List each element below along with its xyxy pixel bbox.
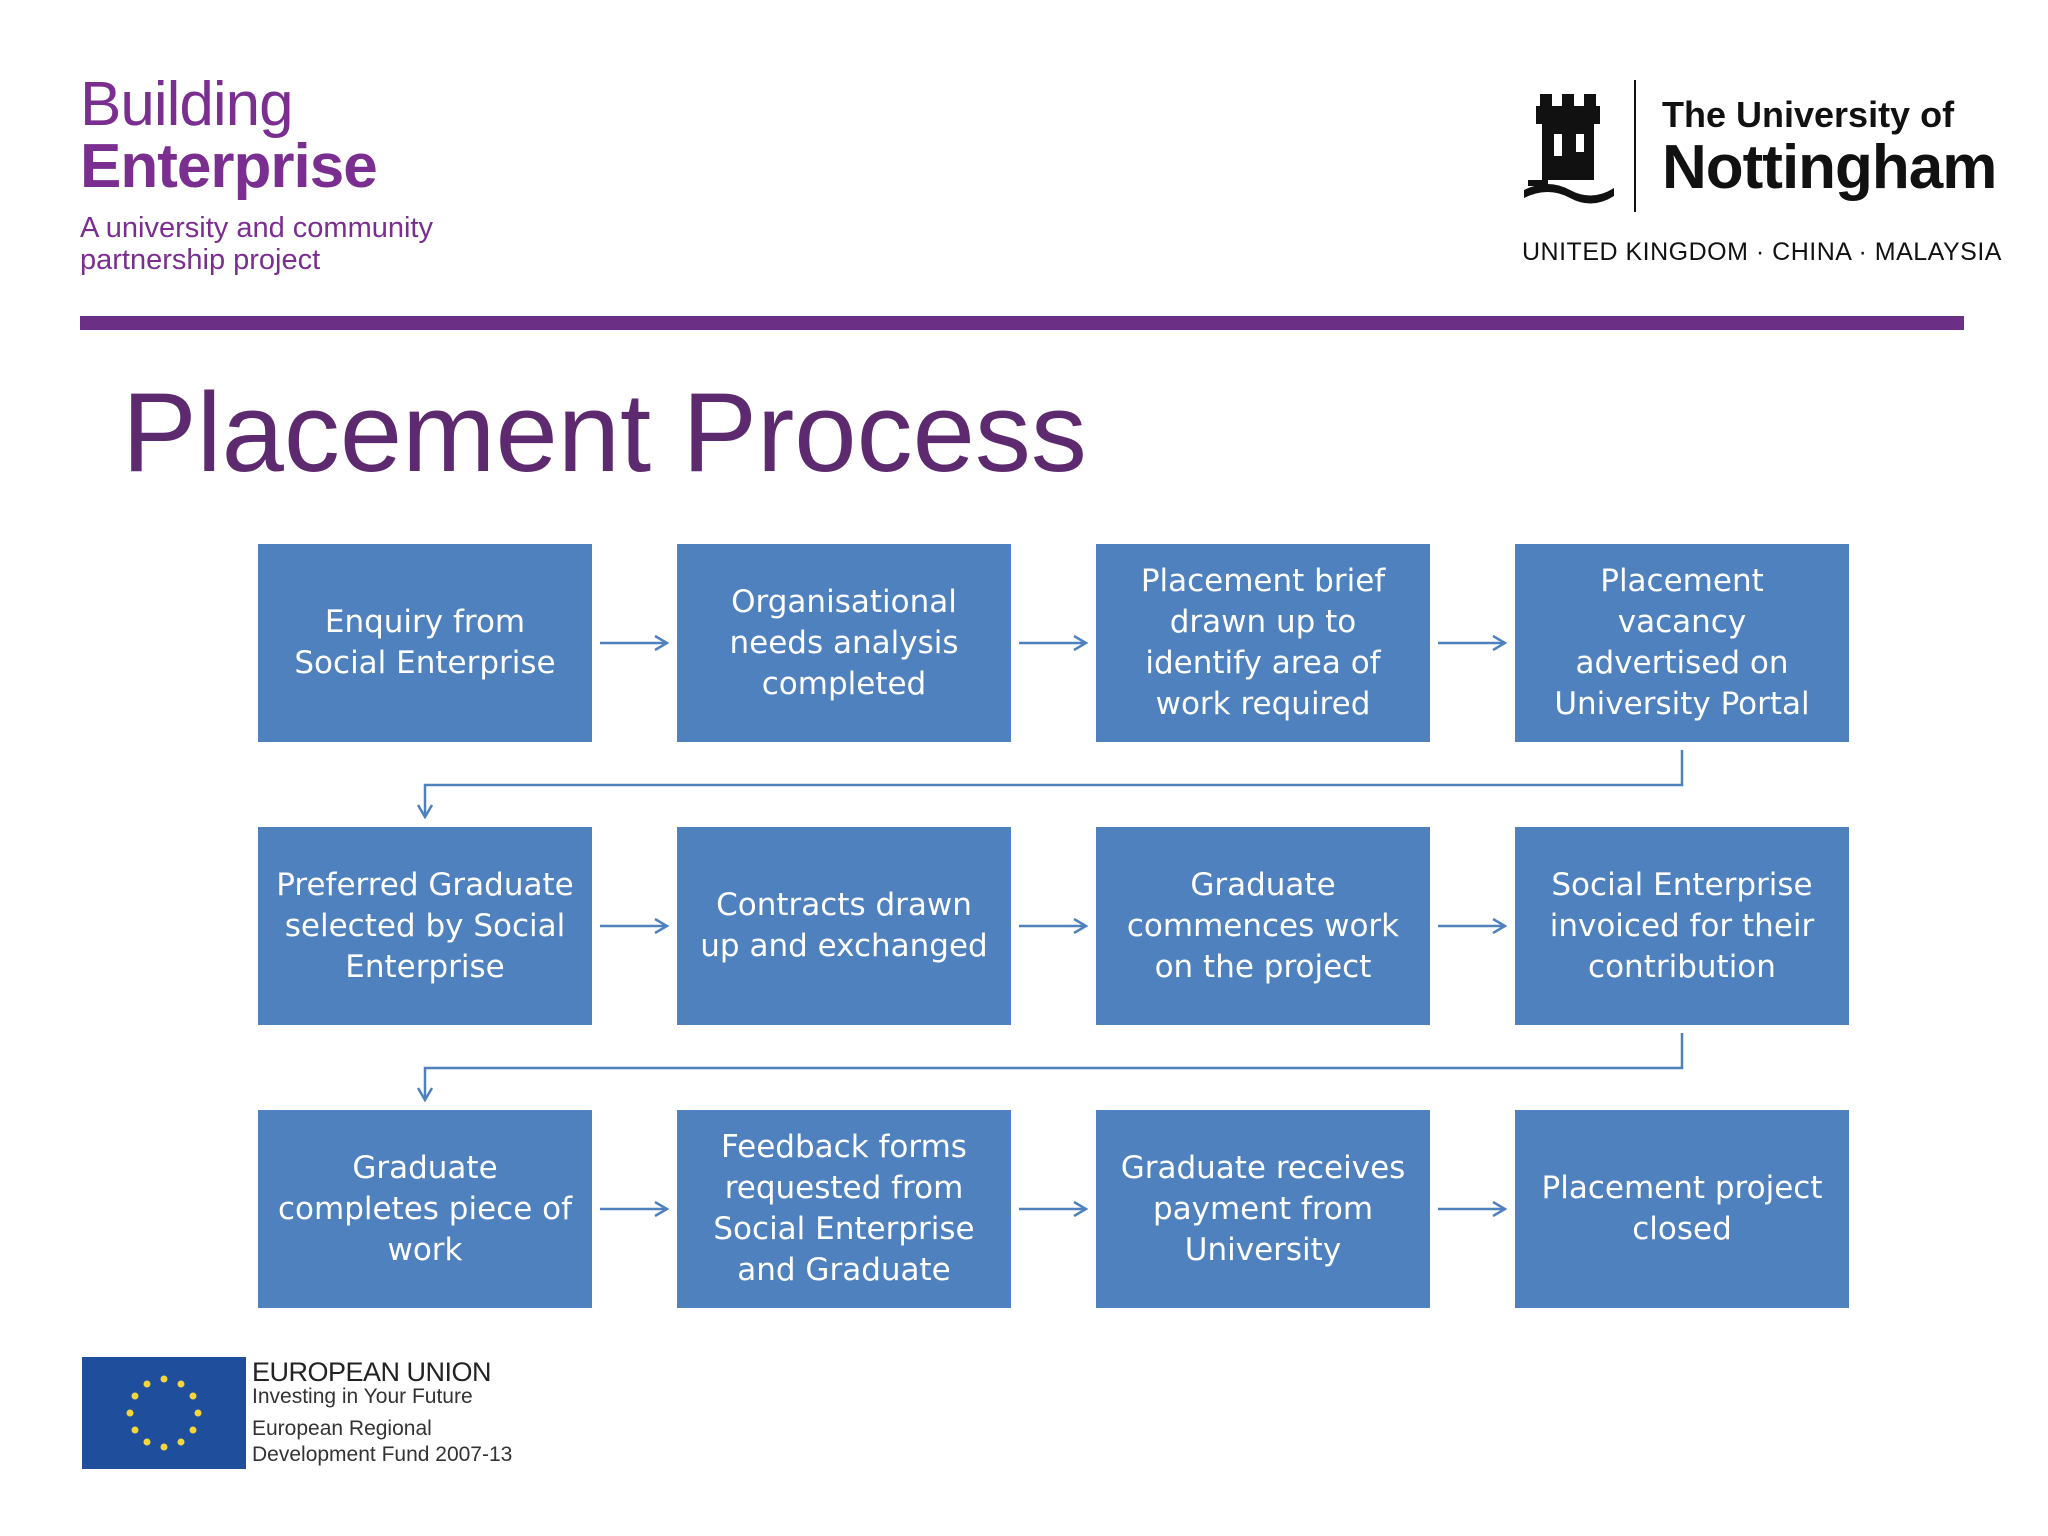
step-invoiced: Social Enterprise invoiced for their con… <box>1515 827 1849 1025</box>
logo-divider <box>1634 80 1636 212</box>
logo-text-the-university-of: The University of <box>1662 94 1955 135</box>
eu-fund-line-2: Development Fund 2007-13 <box>252 1443 513 1466</box>
logo-campuses: UNITED KINGDOM · CHINA · MALAYSIA <box>1522 238 2002 266</box>
eu-title: EUROPEAN UNION <box>252 1357 492 1387</box>
step-work-completed: Graduate completes piece of work <box>258 1110 592 1308</box>
eu-flag-icon <box>82 1357 246 1469</box>
step-graduate-paid: Graduate receives payment from Universit… <box>1096 1110 1430 1308</box>
building-enterprise-logo: Building Enterprise A university and com… <box>80 70 500 277</box>
eu-subtitle: Investing in Your Future <box>252 1385 473 1408</box>
university-of-nottingham-logo: The University of Nottingham UNITED KING… <box>1512 80 2001 280</box>
eu-fund-logo: EUROPEAN UNION Investing in Your Future … <box>82 1357 532 1471</box>
header-rule <box>80 316 1964 330</box>
step-placement-brief: Placement brief drawn up to identify are… <box>1096 544 1430 742</box>
step-contracts: Contracts drawn up and exchanged <box>677 827 1011 1025</box>
connector-step8-to-step9 <box>425 1033 1684 1099</box>
connector-step4-to-step5 <box>425 750 1684 816</box>
step-feedback-forms: Feedback forms requested from Social Ent… <box>677 1110 1011 1308</box>
step-vacancy-advertised: Placement vacancy advertised on Universi… <box>1515 544 1849 742</box>
logo-text-nottingham: Nottingham <box>1662 133 1997 202</box>
step-work-commences: Graduate commences work on the project <box>1096 827 1430 1025</box>
castle-crest-icon <box>1524 94 1614 204</box>
logo-word-building: Building <box>80 70 294 139</box>
slide-title: Placement Process <box>122 370 1087 495</box>
step-needs-analysis: Organisational needs analysis completed <box>677 544 1011 742</box>
step-graduate-selected: Preferred Graduate selected by Social En… <box>258 827 592 1025</box>
logo-tagline: A university and community partnership p… <box>80 212 433 276</box>
step-enquiry: Enquiry from Social Enterprise <box>258 544 592 742</box>
step-project-closed: Placement project closed <box>1515 1110 1849 1308</box>
logo-word-enterprise: Enterprise <box>80 132 378 201</box>
eu-fund-line-1: European Regional <box>252 1417 432 1440</box>
